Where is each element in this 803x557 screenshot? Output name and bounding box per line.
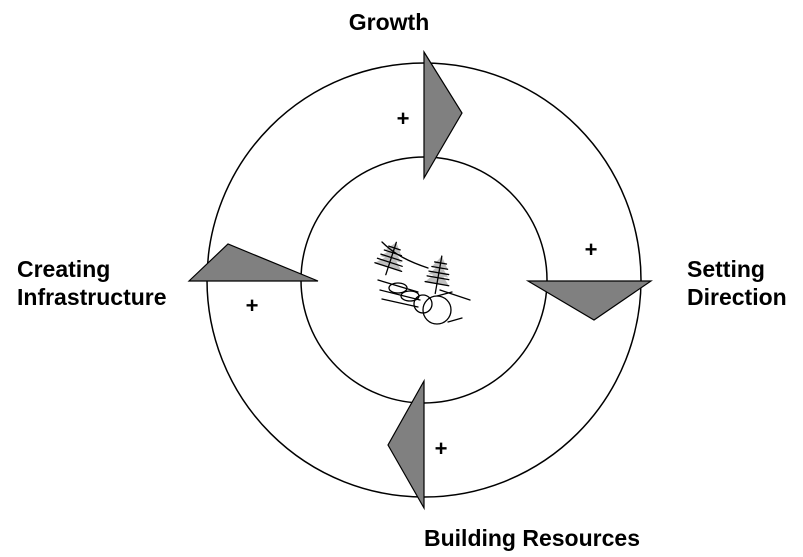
- plus-sign-building-resources: +: [435, 436, 448, 461]
- tree-icon: [374, 241, 403, 276]
- arrow-building-resources: [387, 378, 425, 511]
- label-creating-infrastructure-line1: Creating: [17, 256, 110, 282]
- tree-icon: [424, 255, 450, 295]
- label-setting-direction-line1: Setting: [687, 256, 765, 282]
- inner-ring: [300, 156, 548, 404]
- arrow-creating-infrastructure: [187, 243, 319, 282]
- plus-sign-creating-infrastructure: +: [246, 293, 259, 318]
- log-pile-icon: [377, 279, 463, 325]
- label-creating-infrastructure-line2: Infrastructure: [17, 284, 167, 310]
- plus-sign-growth: +: [397, 106, 410, 131]
- arrow-setting-direction: [525, 280, 653, 321]
- label-setting-direction-line2: Direction: [687, 284, 787, 310]
- label-building-resources: Building Resources: [424, 525, 640, 551]
- label-growth: Growth: [349, 9, 430, 35]
- fall-line-icon: [381, 241, 471, 301]
- center-clipart: [374, 241, 471, 325]
- plus-sign-setting-direction: +: [585, 237, 598, 262]
- arrow-growth: [423, 49, 463, 181]
